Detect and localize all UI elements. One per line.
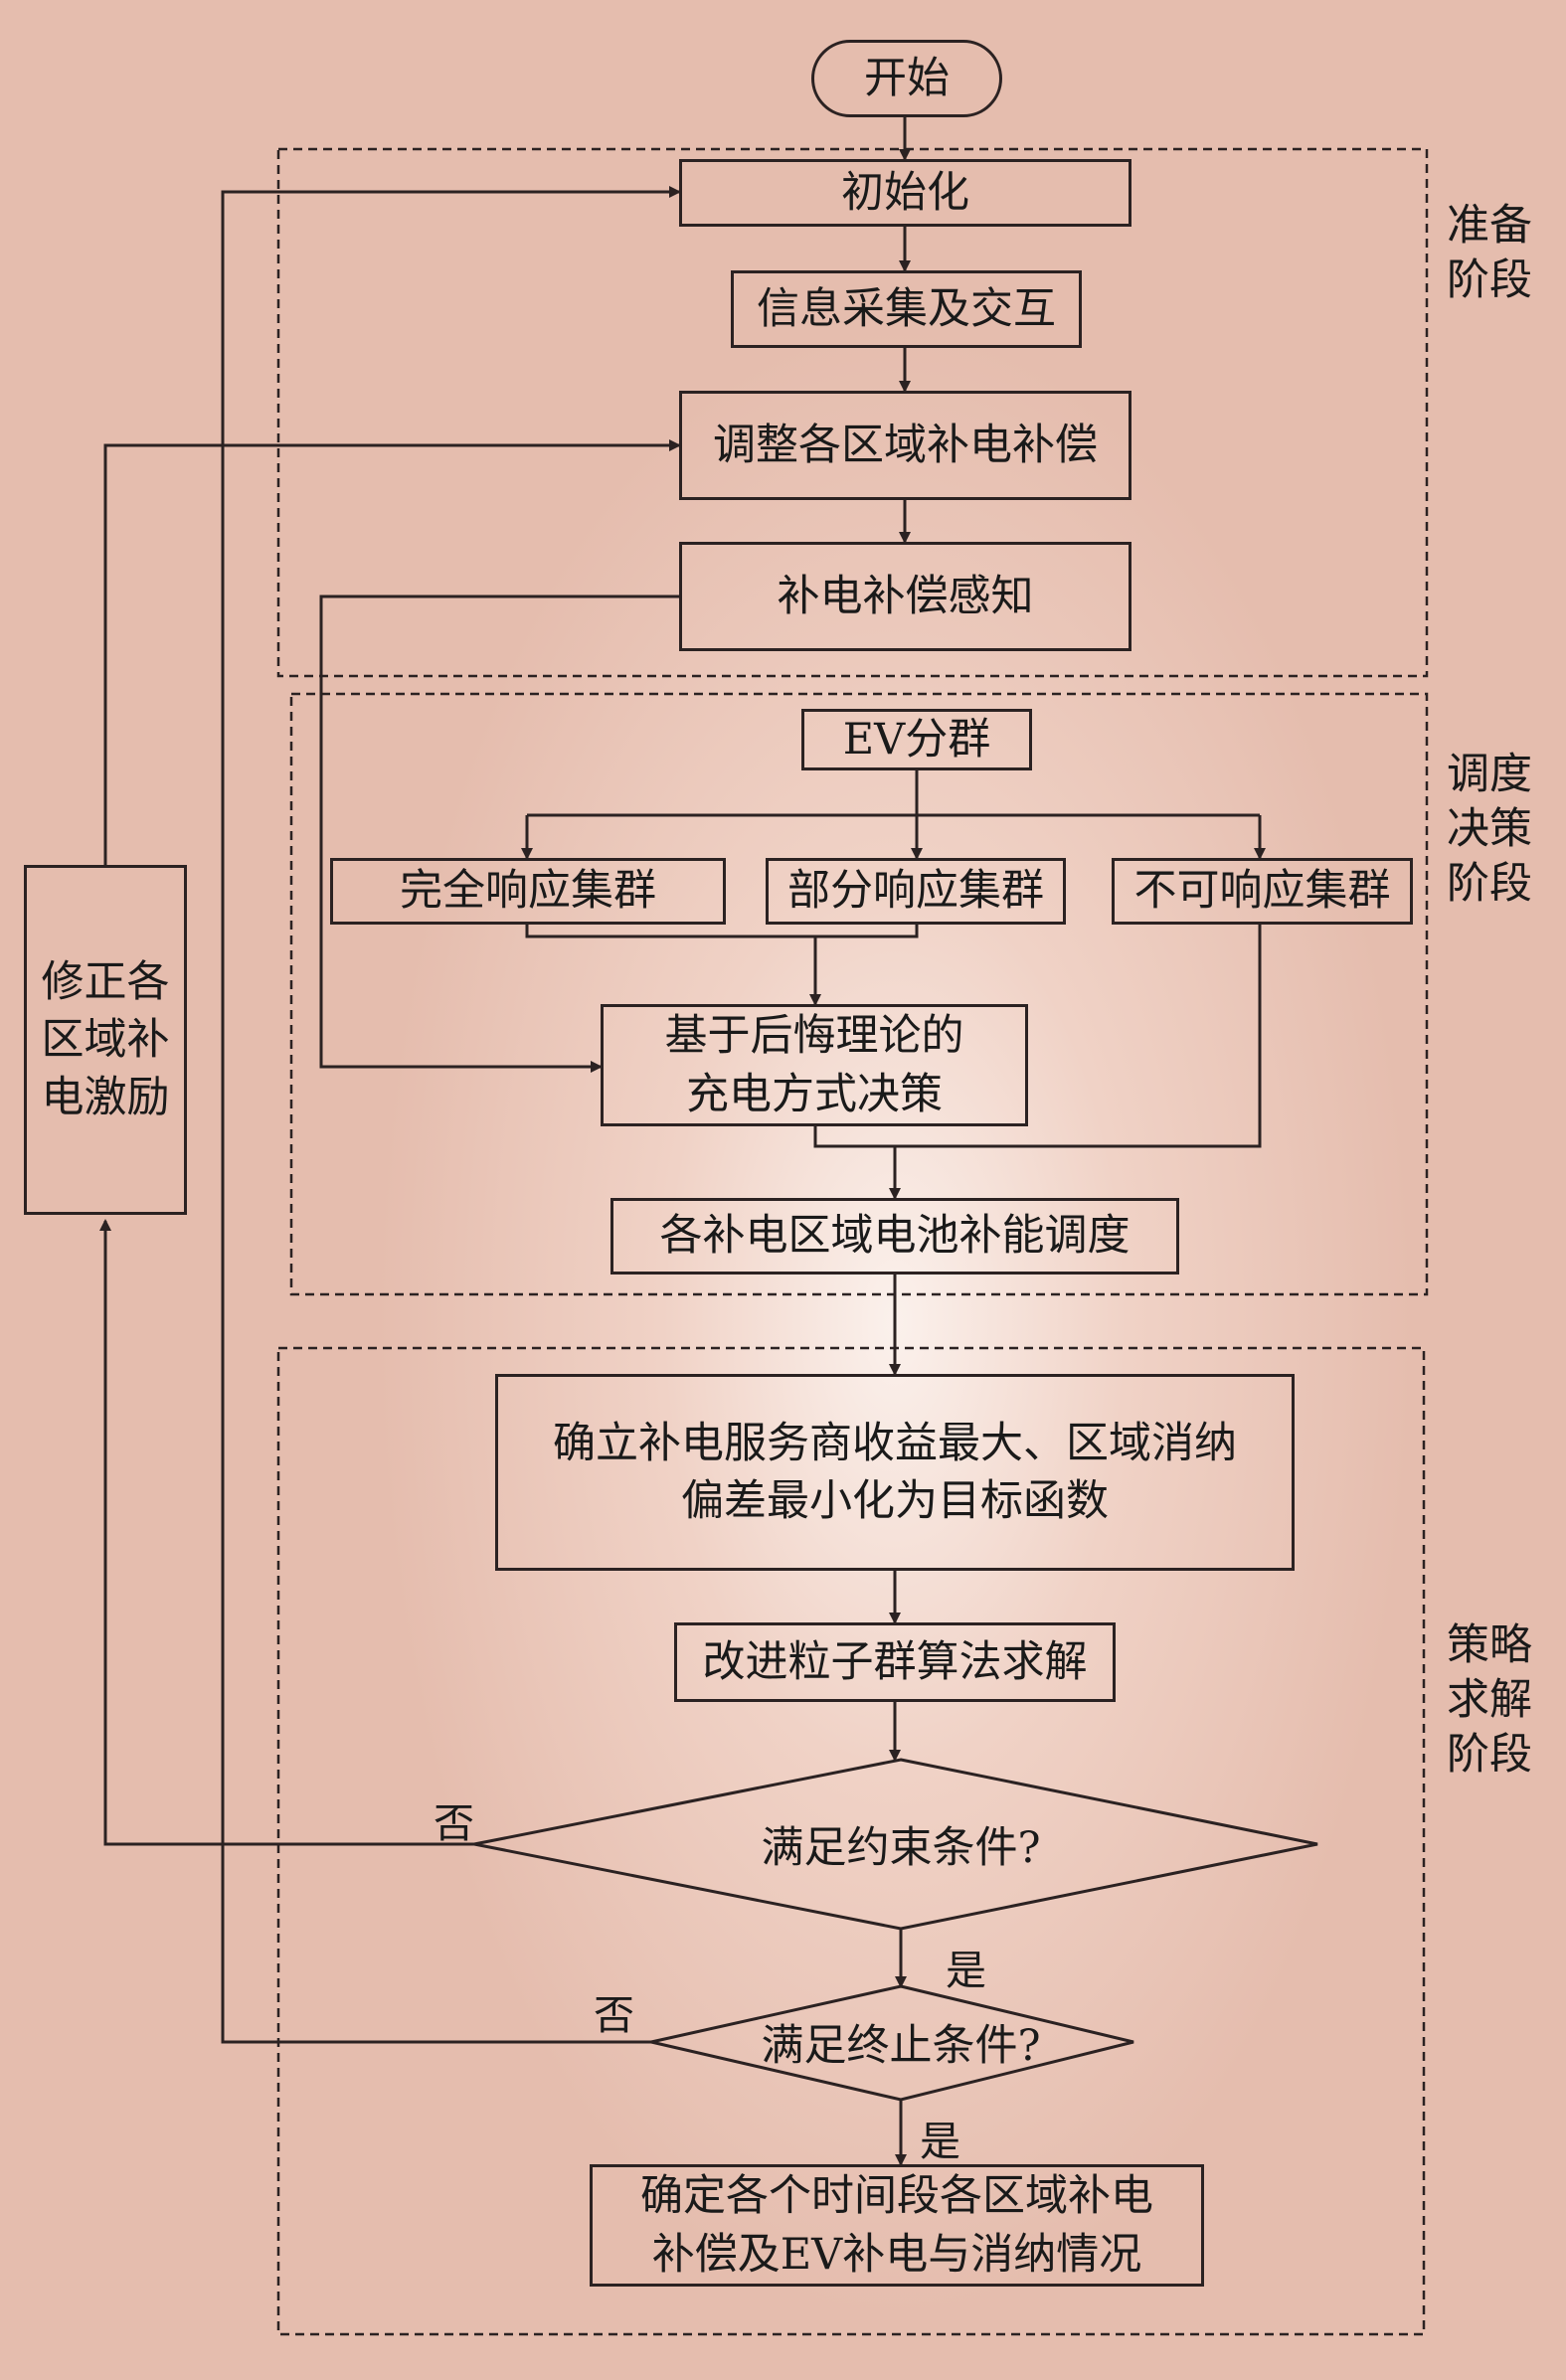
init-box: 初始化 [679, 159, 1131, 227]
merge-none [895, 925, 1262, 1148]
phase-label-prep: 准备 阶段 [1447, 201, 1532, 306]
phase-frame-solve [276, 1346, 1426, 2336]
objective-box: 确立补电服务商收益最大、区域消纳 偏差最小化为目标函数 [495, 1374, 1295, 1571]
perceive-box: 补电补偿感知 [679, 542, 1131, 651]
yes-label-constraint: 是 [946, 1947, 986, 1994]
loop-terminate-no [221, 186, 681, 2044]
full-response-box: 完全响应集群 [330, 858, 726, 925]
yes-label-terminate: 是 [920, 2118, 960, 2165]
regret-decision-box: 基于后悔理论的 充电方式决策 [601, 1004, 1028, 1126]
start-node: 开始 [811, 40, 1002, 117]
loop-constraint-no [99, 1219, 474, 1846]
correct-incentive-box: 修正各 区域补 电激励 [24, 865, 187, 1215]
result-box: 确定各个时间段各区域补电 补偿及EV补电与消纳情况 [590, 2164, 1204, 2287]
adjust-box: 调整各区域补电补偿 [679, 391, 1131, 500]
dispatch-box: 各补电区域电池补能调度 [610, 1198, 1179, 1275]
arrow-perceive-regret [319, 595, 679, 1073]
no-label-constraint: 否 [434, 1799, 474, 1847]
constraint-decision-label: 满足约束条件? [761, 1823, 1041, 1873]
phase-frame-prep [276, 147, 1429, 678]
merge-partial [815, 925, 919, 938]
phase-label-dispatch: 调度 决策 阶段 [1447, 750, 1532, 910]
no-response-box: 不可响应集群 [1112, 858, 1413, 925]
terminate-decision-label: 满足终止条件? [761, 2021, 1041, 2071]
partial-response-box: 部分响应集群 [766, 858, 1066, 925]
pso-box: 改进粒子群算法求解 [674, 1622, 1116, 1702]
phase-label-solve: 策略 求解 阶段 [1447, 1620, 1532, 1781]
ev-cluster-box: EV分群 [801, 709, 1032, 770]
no-label-terminate: 否 [594, 1991, 634, 2039]
merge-regret [813, 1126, 895, 1148]
collect-box: 信息采集及交互 [731, 270, 1082, 348]
loop-correct-to-adjust [103, 439, 681, 865]
merge-full [525, 925, 815, 938]
phase-frame-dispatch [289, 692, 1429, 1296]
